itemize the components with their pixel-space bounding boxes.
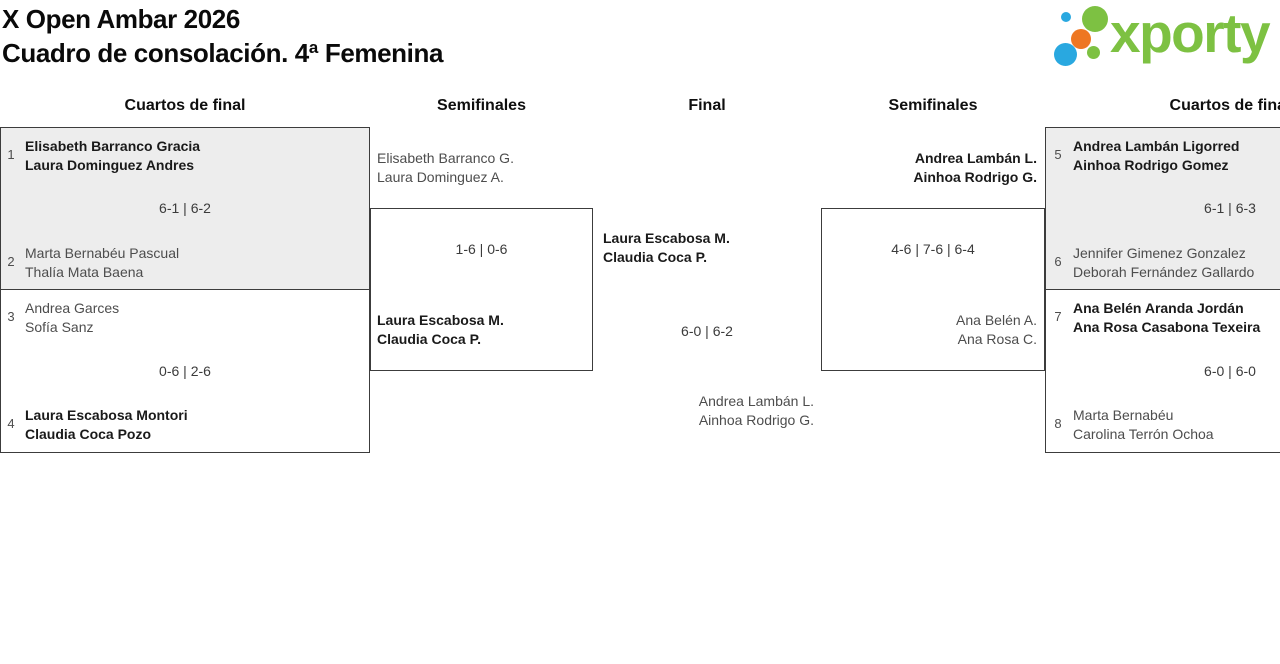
team-name: Ana Rosa C. [957,331,1037,347]
team-name: Elisabeth Barranco Gracia [25,138,201,154]
team-name: Thalía Mata Baena [25,264,144,280]
seed-number: 1 [7,147,15,162]
team-name: Laura Dominguez Andres [25,157,195,173]
team-name: Ana Belén Aranda Jordán [1073,300,1244,316]
team-name: Ainhoa Rodrigo G. [698,412,814,428]
match-score: 6-0 | 6-2 [681,323,733,339]
team-pair-winner: Andrea Lambán L. Ainhoa Rodrigo G. [825,149,1037,187]
team-name: Andrea Garces [25,300,120,316]
match-score: 0-6 | 2-6 [159,363,211,379]
seed-number: 8 [1054,416,1062,431]
team-name: Elisabeth Barranco G. [377,150,514,166]
match-box-quarters-left-2 [0,290,370,453]
match-box-quarters-right-2 [1045,290,1280,453]
tournament-title: X Open Ambar 2026 [2,4,240,34]
match-score: 1-6 | 0-6 [455,241,508,257]
team-name: Andrea Lambán L. [698,393,814,409]
team-name: Ainhoa Rodrigo Gomez [1073,157,1229,173]
seed-number: 7 [1054,309,1062,324]
team-pair-loser: Jennifer Gimenez Gonzalez Deborah Fernán… [1073,244,1254,282]
team-pair-loser: Andrea Lambán L. Ainhoa Rodrigo G. [593,392,814,430]
team-pair-loser: Ana Belén A. Ana Rosa C. [825,311,1037,349]
team-name: Laura Dominguez A. [377,169,504,185]
team-name: Ainhoa Rodrigo G. [913,169,1037,185]
team-name: Laura Escabosa M. [377,312,504,328]
team-name: Carolina Terrón Ochoa [1073,426,1214,442]
team-name: Ana Rosa Casabona Texeira [1073,319,1261,335]
column-header-semis-right: Semifinales [888,97,978,114]
match-box-semifinal-left [370,208,593,371]
match-box-semifinal-right [821,208,1045,371]
team-name: Ana Belén A. [956,312,1037,328]
team-name: Jennifer Gimenez Gonzalez [1073,245,1246,261]
team-pair-winner: Andrea Lambán Ligorred Ainhoa Rodrigo Go… [1073,137,1239,175]
team-name: Marta Bernabéu Pascual [25,245,180,261]
seed-number: 3 [7,309,15,324]
team-name: Laura Escabosa Montori [25,407,188,423]
team-name: Claudia Coca P. [603,249,708,265]
seed-number: 2 [7,254,15,269]
xporty-logo[interactable]: xporty [1048,0,1280,78]
team-pair-loser: Andrea Garces Sofía Sanz [25,299,119,337]
team-pair-winner: Laura Escabosa M. Claudia Coca P. [377,311,504,349]
team-pair-loser: Marta Bernabéu Pascual Thalía Mata Baena [25,244,179,282]
team-name: Deborah Fernández Gallardo [1073,264,1255,280]
team-name: Sofía Sanz [25,319,94,335]
logo-wordmark: xporty [1110,2,1271,64]
team-pair-winner: Ana Belén Aranda Jordán Ana Rosa Casabon… [1073,299,1260,337]
bracket-subtitle: Cuadro de consolación. 4ª Femenina [2,38,444,68]
seed-number: 5 [1054,147,1062,162]
team-name: Claudia Coca Pozo [25,426,152,442]
team-pair-winner: Laura Escabosa Montori Claudia Coca Pozo [25,406,188,444]
seed-number: 6 [1054,254,1062,269]
match-score: 6-0 | 6-0 [1204,363,1256,379]
match-score: 4-6 | 7-6 | 6-4 [891,241,975,257]
team-name: Laura Escabosa M. [603,230,730,246]
column-header-quarters-right: Cuartos de final [1169,97,1280,114]
column-header-semis-left: Semifinales [437,97,526,114]
logo-dot-blue-small-icon [1061,12,1071,22]
match-score: 6-1 | 6-3 [1204,200,1256,216]
team-pair-winner: Laura Escabosa M. Claudia Coca P. [603,229,730,267]
column-header-final: Final [688,97,726,114]
match-box-quarters-right-1 [1045,127,1280,290]
team-name: Andrea Lambán Ligorred [1073,138,1240,154]
team-pair-loser: Marta Bernabéu Carolina Terrón Ochoa [1073,406,1214,444]
team-pair-loser: Elisabeth Barranco G. Laura Dominguez A. [377,149,514,187]
column-header-quarters-left: Cuartos de final [124,97,246,114]
logo-dot-green-large-icon [1082,6,1108,32]
logo-dot-green-small-icon [1087,46,1100,59]
team-pair-winner: Elisabeth Barranco Gracia Laura Domingue… [25,137,200,175]
logo-dot-blue-large-icon [1054,43,1077,66]
match-box-quarters-left-1 [0,127,370,290]
seed-number: 4 [7,416,15,431]
team-name: Andrea Lambán L. [914,150,1037,166]
team-name: Claudia Coca P. [377,331,482,347]
logo-dot-orange-icon [1071,29,1091,49]
team-name: Marta Bernabéu [1073,407,1174,423]
match-score: 6-1 | 6-2 [159,200,211,216]
